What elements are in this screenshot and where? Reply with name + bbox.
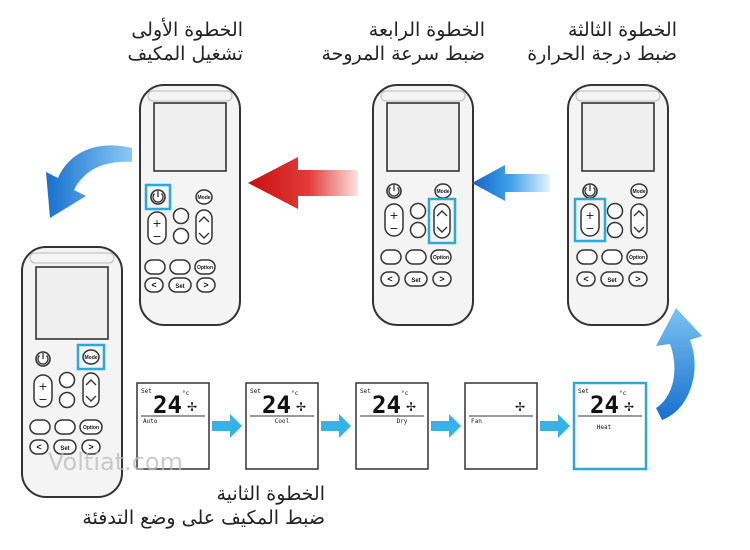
step3-label: الخطوة الثالثة ضبط درجة الحرارة [527,18,677,66]
svg-text:Set: Set [250,388,261,395]
display-panel-auto: Set 24 °c ✢ Auto [136,382,210,470]
svg-text:°c: °c [291,390,299,397]
step2-label: الخطوة الثانية ضبط المكيف على وضع التدفئ… [82,482,325,530]
step2-title: الخطوة الثانية [216,483,325,505]
fan-speed-highlight [427,197,457,245]
svg-text:Set: Set [411,278,420,284]
svg-text:°c: °c [182,390,190,397]
step4-subtitle: ضبط سرعة المروحة [321,43,485,65]
curved-arrow-down-left [46,145,132,218]
svg-text:24: 24 [590,391,619,419]
svg-text:>: > [635,274,640,284]
fan-icon: ✢ [296,400,306,414]
step1-title: الخطوة الأولى [131,19,243,41]
svg-text:Option: Option [197,265,213,271]
fan-icon: ✢ [187,400,197,414]
step3-subtitle: ضبط درجة الحرارة [527,43,677,65]
heat-panel-highlight [572,381,648,471]
svg-text:<: < [387,274,392,284]
svg-text:24: 24 [372,391,401,419]
svg-text:°c: °c [401,390,409,397]
svg-text:+: + [389,209,398,222]
remote-step3: Mode + − Option < Set > [567,84,669,326]
svg-text:>: > [88,442,93,452]
mode-button-highlight [76,343,106,371]
step1-label: الخطوة الأولى تشغيل المكيف [127,18,243,66]
fan-icon: ✢ [515,400,525,414]
svg-text:Set: Set [141,388,152,395]
step3-title: الخطوة الثالثة [567,19,677,41]
svg-text:<: < [583,274,588,284]
temperature-highlight [573,197,607,243]
curved-arrow-up-right [656,308,702,420]
svg-text:<: < [36,442,41,452]
svg-text:+: + [585,209,594,222]
remote-step2: Mode + − Option < Set > [21,246,123,498]
svg-text:Set: Set [578,388,589,395]
flow-arrow-4 [540,414,570,438]
red-arrow-left [248,157,358,209]
step2-subtitle: ضبط المكيف على وضع التدفئة [82,507,325,529]
mode-label-heat: Heat [597,424,612,431]
svg-text:−: − [585,222,594,235]
svg-text:>: > [439,274,444,284]
step4-title: الخطوة الرابعة [368,19,485,41]
mode-label-fan: Fan [471,418,482,425]
flow-arrow-2 [321,414,351,438]
svg-text:Option: Option [629,255,645,261]
svg-text:Mode: Mode [632,189,645,195]
display-panel-fan: ✢ Fan [464,382,538,470]
step1-subtitle: تشغيل المكيف [127,43,243,65]
fan-icon: ✢ [624,400,634,414]
svg-text:Set: Set [607,278,616,284]
display-panel-cool: Set 24 °c ✢ Cool [245,382,319,470]
svg-text:Option: Option [83,425,99,431]
svg-text:Mode: Mode [436,189,449,195]
display-panel-heat: Set 24 °c ✢ Heat [572,381,648,471]
remote-step4: Mode + − Option < Set > [372,84,474,326]
fan-icon: ✢ [406,400,416,414]
svg-text:<: < [151,280,156,290]
flow-arrow-3 [431,414,461,438]
svg-text:°c: °c [619,390,627,397]
svg-text:−: − [152,230,161,243]
display-panel-dry: Set 24 °c ✢ Dry [355,382,429,470]
svg-text:+: + [152,217,161,230]
step4-label: الخطوة الرابعة ضبط سرعة المروحة [321,18,485,66]
mode-label-dry: Dry [397,418,408,425]
flow-arrows [212,414,570,438]
power-button-highlight [144,183,172,211]
svg-text:−: − [389,222,398,235]
svg-text:−: − [38,393,47,406]
svg-text:Mode: Mode [84,355,97,361]
mode-label-cool: Cool [275,418,290,425]
svg-text:Set: Set [60,446,69,452]
mode-label-auto: Auto [143,418,158,425]
svg-text:>: > [203,280,208,290]
svg-text:24: 24 [262,391,291,419]
watermark-text: Voltiat.com [48,448,183,476]
svg-text:+: + [38,380,47,393]
flow-arrow-1 [212,414,242,438]
svg-text:24: 24 [153,391,182,419]
mode-button-label: Mode [197,195,210,201]
blue-arrow-left [472,165,550,201]
remote-step1: Mode + − Option < Set > [139,84,241,326]
svg-text:Set: Set [175,284,184,290]
svg-text:Set: Set [360,388,371,395]
svg-text:Option: Option [433,255,449,261]
